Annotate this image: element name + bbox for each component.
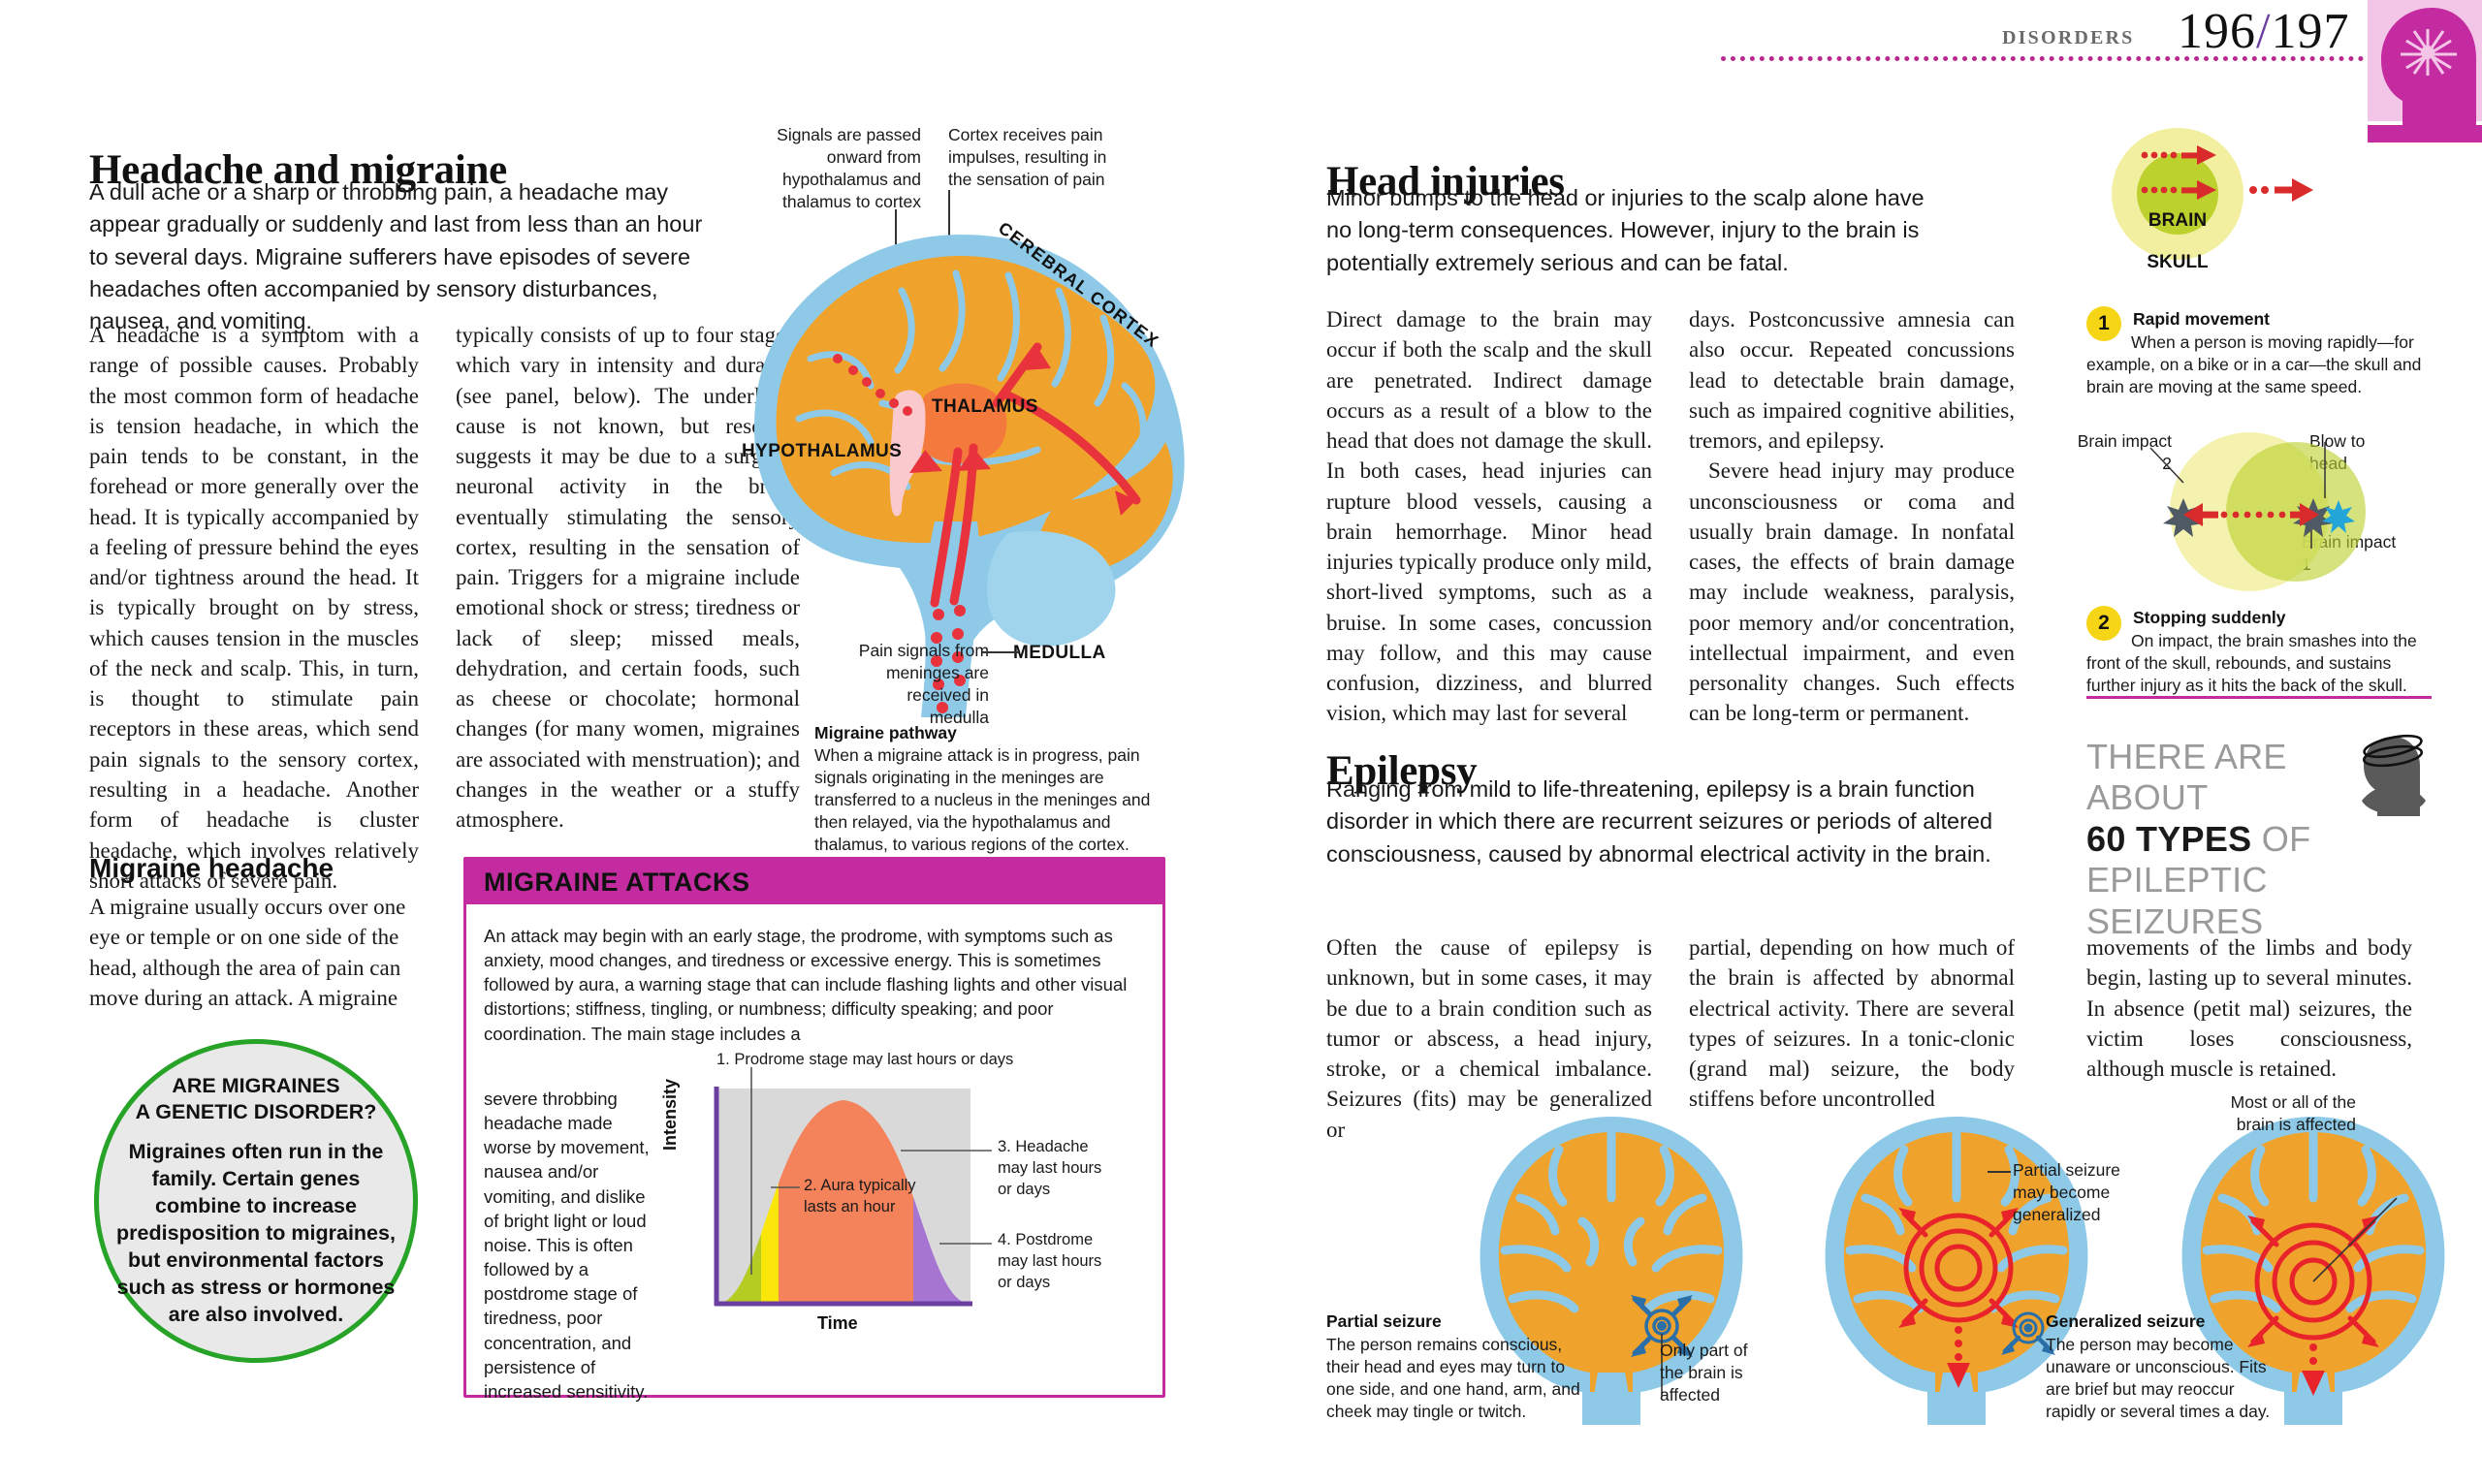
step2-number: 2 [2086,606,2121,641]
page-title-headache: Headache and migraine [89,146,507,193]
caption-title-generalized-seizure: Generalized seizure [2046,1311,2206,1331]
headache-column-2: typically consists of up to four stages,… [456,323,800,833]
migraine-headache-text: A migraine usually occurs over one eye o… [89,895,406,1010]
epilepsy-stat-callout: THERE ARE ABOUT 60 TYPES OF EPILEPTIC SE… [2086,737,2406,942]
skull-brain-motion-diagram: BRAIN SKULL [2112,128,2313,272]
leader-line-middle [1988,1171,2011,1173]
page-title-head-injuries: Head injuries [1326,158,1565,205]
head-injuries-column-2b: Severe head injury may produce unconscio… [1689,458,2015,726]
chart-svg [714,1067,992,1307]
epilepsy-column-2: partial, depending on how much of the br… [1689,935,2015,1112]
head-injuries-intro: Minor bumps to the head or injuries to t… [1326,185,1925,275]
label-brain-impact-2: Brain impact 2 [2077,431,2172,474]
panel-title: MIGRAINE ATTACKS [484,867,750,897]
step1-number-badge: 1 [2086,306,2121,341]
migraine-stages-chart: Intensity Time 1. Prodrome stage may las… [656,1050,1151,1370]
callout-most-of-brain-affected: Most or all of the brain is affected [2230,1092,2356,1135]
epilepsy-column-1: Often the cause of epilepsy is unknown, … [1326,935,1652,1142]
page-spine [1236,0,1240,1484]
stat-number: 60 TYPES [2086,818,2252,859]
header-dotted-rule [1721,56,2383,61]
page-number-right: 197 [2271,4,2350,59]
page-numbers: 196/197 [2178,3,2349,60]
callout-pain-signals-medulla: Pain signals from meninges are received … [858,641,989,728]
callout-only-part-affected: Only part of the brain is affected [1660,1341,1748,1405]
callout-signals-passed: Signals are passed onward from hypothala… [777,125,921,212]
panel-body-text-1: An attack may begin with an early stage,… [484,926,1128,1044]
chart-x-axis-label: Time [817,1313,858,1333]
step2-title: Stopping suddenly [2133,608,2286,627]
stat-line-2-rest: OF [2251,818,2311,859]
step1-body: When a person is moving rapidly—for exam… [2086,332,2422,397]
step1-number: 1 [2086,306,2121,341]
page-number-separator: / [2256,4,2272,59]
section-divider [2086,696,2432,699]
header-section-label: DISORDERS [2002,27,2135,48]
page-title-epilepsy: Epilepsy [1326,747,1478,794]
head-injuries-column-2: days. Postconcussive amnesia can also oc… [1689,304,2015,729]
head-injuries-column-1: Direct damage to the brain may occur if … [1326,307,1652,726]
svg-text:SKULL: SKULL [2147,252,2209,272]
caption-body-generalized-seizure: The person may become unaware or unconsc… [2046,1335,2271,1422]
chart-y-axis-label: Intensity [660,1078,680,1151]
subhead-migraine-headache: Migraine headache [89,853,334,883]
caption-title-migraine-pathway: Migraine pathway [814,723,957,742]
migraine-attacks-panel: MIGRAINE ATTACKS An attack may begin wit… [463,857,1165,1402]
chart-annotation-prodrome: 1. Prodrome stage may last hours or days [716,1051,1014,1068]
stat-line-1: THERE ARE ABOUT [2086,737,2287,818]
step2-body: On impact, the brain smashes into the fr… [2086,631,2417,696]
panel-header: MIGRAINE ATTACKS [466,860,1162,904]
chart-annotation-aura: 2. Aura typically lasts an hour [804,1177,916,1216]
brain-sagittal-illustration [753,235,1185,717]
brain-rebound-diagram [2149,432,2366,591]
label-medulla: MEDULLA [1013,643,1106,663]
brain-coronal-spreading-seizure [1825,1117,2088,1425]
leader-line-3 [982,651,1019,653]
chart-annotation-postdrome: 4. Postdrome may last hours or days [998,1231,1102,1291]
svg-text:BRAIN: BRAIN [2148,210,2207,231]
step1-title: Rapid movement [2133,309,2270,329]
callout-cortex-receives: Cortex receives pain impulses, resulting… [948,125,1107,190]
stat-line-3: EPILEPTIC SEIZURES [2086,860,2268,941]
dizzy-head-icon [2362,734,2426,816]
epilepsy-column-3: movements of the limbs and body begin, l… [2086,935,2412,1082]
caption-body-partial-seizure: The person remains conscious, their head… [1326,1335,1580,1422]
panel-body-text-2: severe throbbing headache made worse by … [484,1089,650,1402]
head-injuries-column-2a: days. Postconcussive amnesia can also oc… [1689,307,2015,454]
callout-partial-becomes-generalized: Partial seizure may become generalized [2013,1160,2120,1225]
brain-coronal-partial-seizure [1480,1117,1743,1425]
brain-coronal-generalized-seizure [2181,1117,2445,1425]
question-circle-answer: Migraines often run in the family. Certa… [116,1140,396,1326]
label-thalamus: THALAMUS [932,396,1038,417]
caption-title-partial-seizure: Partial seizure [1326,1311,1442,1331]
label-hypothalamus: HYPOTHALAMUS [742,441,903,461]
stat-line-2: 60 TYPES OF [2086,819,2406,860]
caption-body-migraine-pathway: When a migraine attack is in progress, p… [814,745,1151,855]
chart-annotation-headache: 3. Headache may last hours or days [998,1138,1102,1198]
head-profile-icon [2381,8,2476,126]
headache-intro-text: A dull ache or a sharp or throbbing pain… [89,179,703,334]
headache-column-1: A headache is a symptom with a range of … [89,323,419,893]
header-tab-bar [2368,125,2482,142]
epilepsy-intro: Ranging from mild to life-threatening, e… [1326,776,1993,867]
page-number-left: 196 [2178,4,2256,59]
step2-number-badge: 2 [2086,606,2121,641]
